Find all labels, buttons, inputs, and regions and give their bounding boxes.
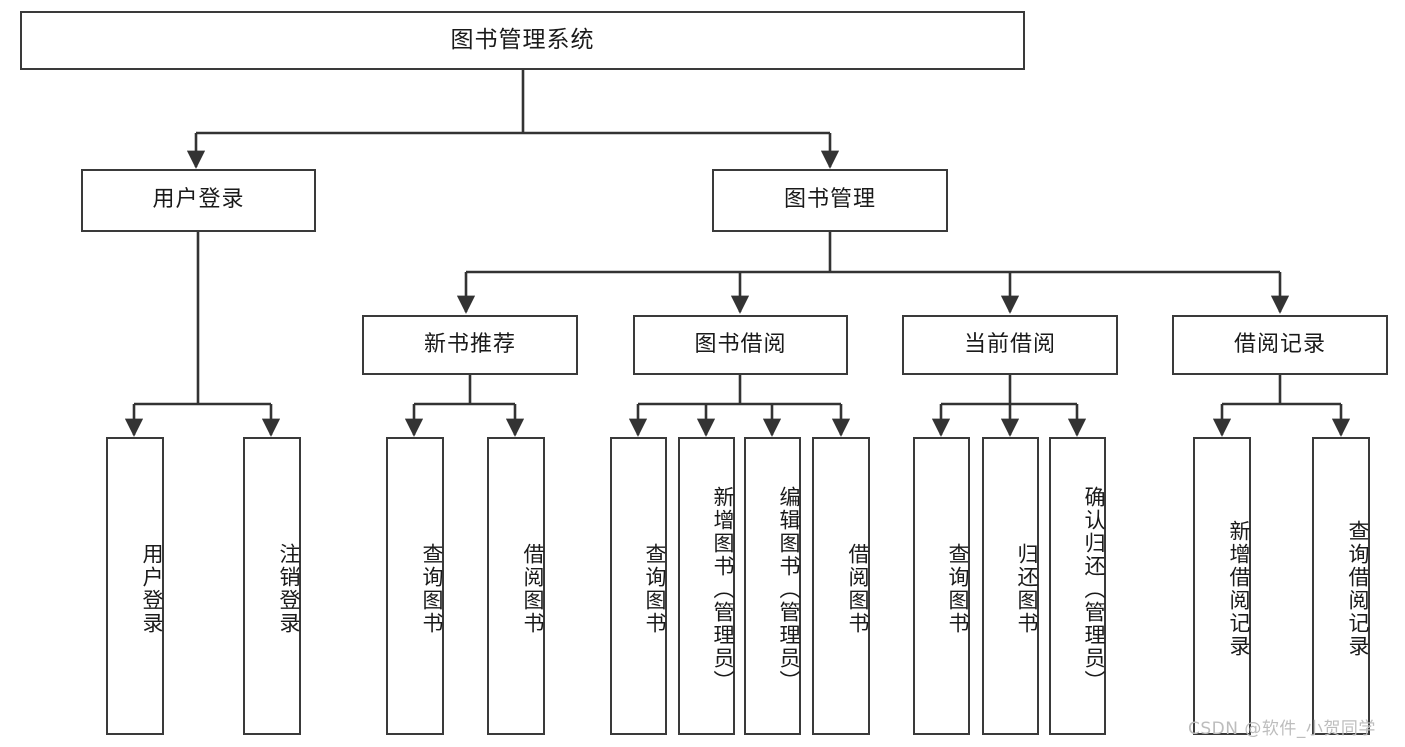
node-new-book-recommend[interactable]: 新书推荐	[362, 315, 578, 375]
node-leaf-edit-book-admin[interactable]: 编辑图书（管理员）	[744, 437, 801, 735]
node-leaf-logout-label: 注销登录	[277, 543, 301, 635]
node-leaf-add-book-admin-label: 新增图书（管理员）	[711, 485, 735, 693]
node-book-management-label: 图书管理	[783, 187, 876, 213]
node-leaf-logout[interactable]: 注销登录	[243, 437, 301, 735]
node-leaf-recommend-borrow-book[interactable]: 借阅图书	[487, 437, 545, 735]
node-new-book-recommend-label: 新书推荐	[423, 331, 516, 357]
csdn-watermark: CSDN @软件_小贺同学	[1188, 719, 1376, 739]
node-book-management[interactable]: 图书管理	[712, 169, 948, 232]
node-leaf-confirm-return-admin-label: 确认归还（管理员）	[1082, 485, 1106, 693]
node-leaf-current-query-book-label: 查询图书	[946, 543, 970, 635]
node-current-borrow-label: 当前借阅	[963, 331, 1056, 357]
node-leaf-recommend-borrow-book-label: 借阅图书	[521, 543, 545, 635]
node-leaf-recommend-query-book[interactable]: 查询图书	[386, 437, 444, 735]
node-leaf-borrow-query-book-label: 查询图书	[643, 543, 667, 635]
node-book-borrow-label: 图书借阅	[694, 331, 787, 357]
node-user-login-label: 用户登录	[152, 187, 245, 213]
node-root-label: 图书管理系统	[450, 26, 595, 53]
node-leaf-add-borrow-record[interactable]: 新增借阅记录	[1193, 437, 1251, 735]
node-leaf-borrow-book-label: 借阅图书	[846, 543, 870, 635]
node-root-library-management-system[interactable]: 图书管理系统	[20, 11, 1025, 70]
node-leaf-borrow-query-book[interactable]: 查询图书	[610, 437, 667, 735]
node-leaf-user-login-label: 用户登录	[140, 543, 164, 635]
node-leaf-query-borrow-record-label: 查询借阅记录	[1346, 520, 1370, 658]
node-leaf-return-book-label: 归还图书	[1015, 543, 1039, 635]
node-leaf-user-login[interactable]: 用户登录	[106, 437, 164, 735]
node-user-login[interactable]: 用户登录	[81, 169, 316, 232]
node-leaf-edit-book-admin-label: 编辑图书（管理员）	[777, 485, 801, 693]
node-leaf-current-query-book[interactable]: 查询图书	[913, 437, 970, 735]
node-borrow-record[interactable]: 借阅记录	[1172, 315, 1388, 375]
node-leaf-add-book-admin[interactable]: 新增图书（管理员）	[678, 437, 735, 735]
node-current-borrow[interactable]: 当前借阅	[902, 315, 1118, 375]
node-leaf-add-borrow-record-label: 新增借阅记录	[1227, 520, 1251, 658]
node-leaf-recommend-query-book-label: 查询图书	[420, 543, 444, 635]
node-leaf-query-borrow-record[interactable]: 查询借阅记录	[1312, 437, 1370, 735]
node-leaf-borrow-book[interactable]: 借阅图书	[812, 437, 870, 735]
node-leaf-return-book[interactable]: 归还图书	[982, 437, 1039, 735]
node-book-borrow[interactable]: 图书借阅	[633, 315, 848, 375]
node-borrow-record-label: 借阅记录	[1233, 331, 1326, 357]
node-leaf-confirm-return-admin[interactable]: 确认归还（管理员）	[1049, 437, 1106, 735]
